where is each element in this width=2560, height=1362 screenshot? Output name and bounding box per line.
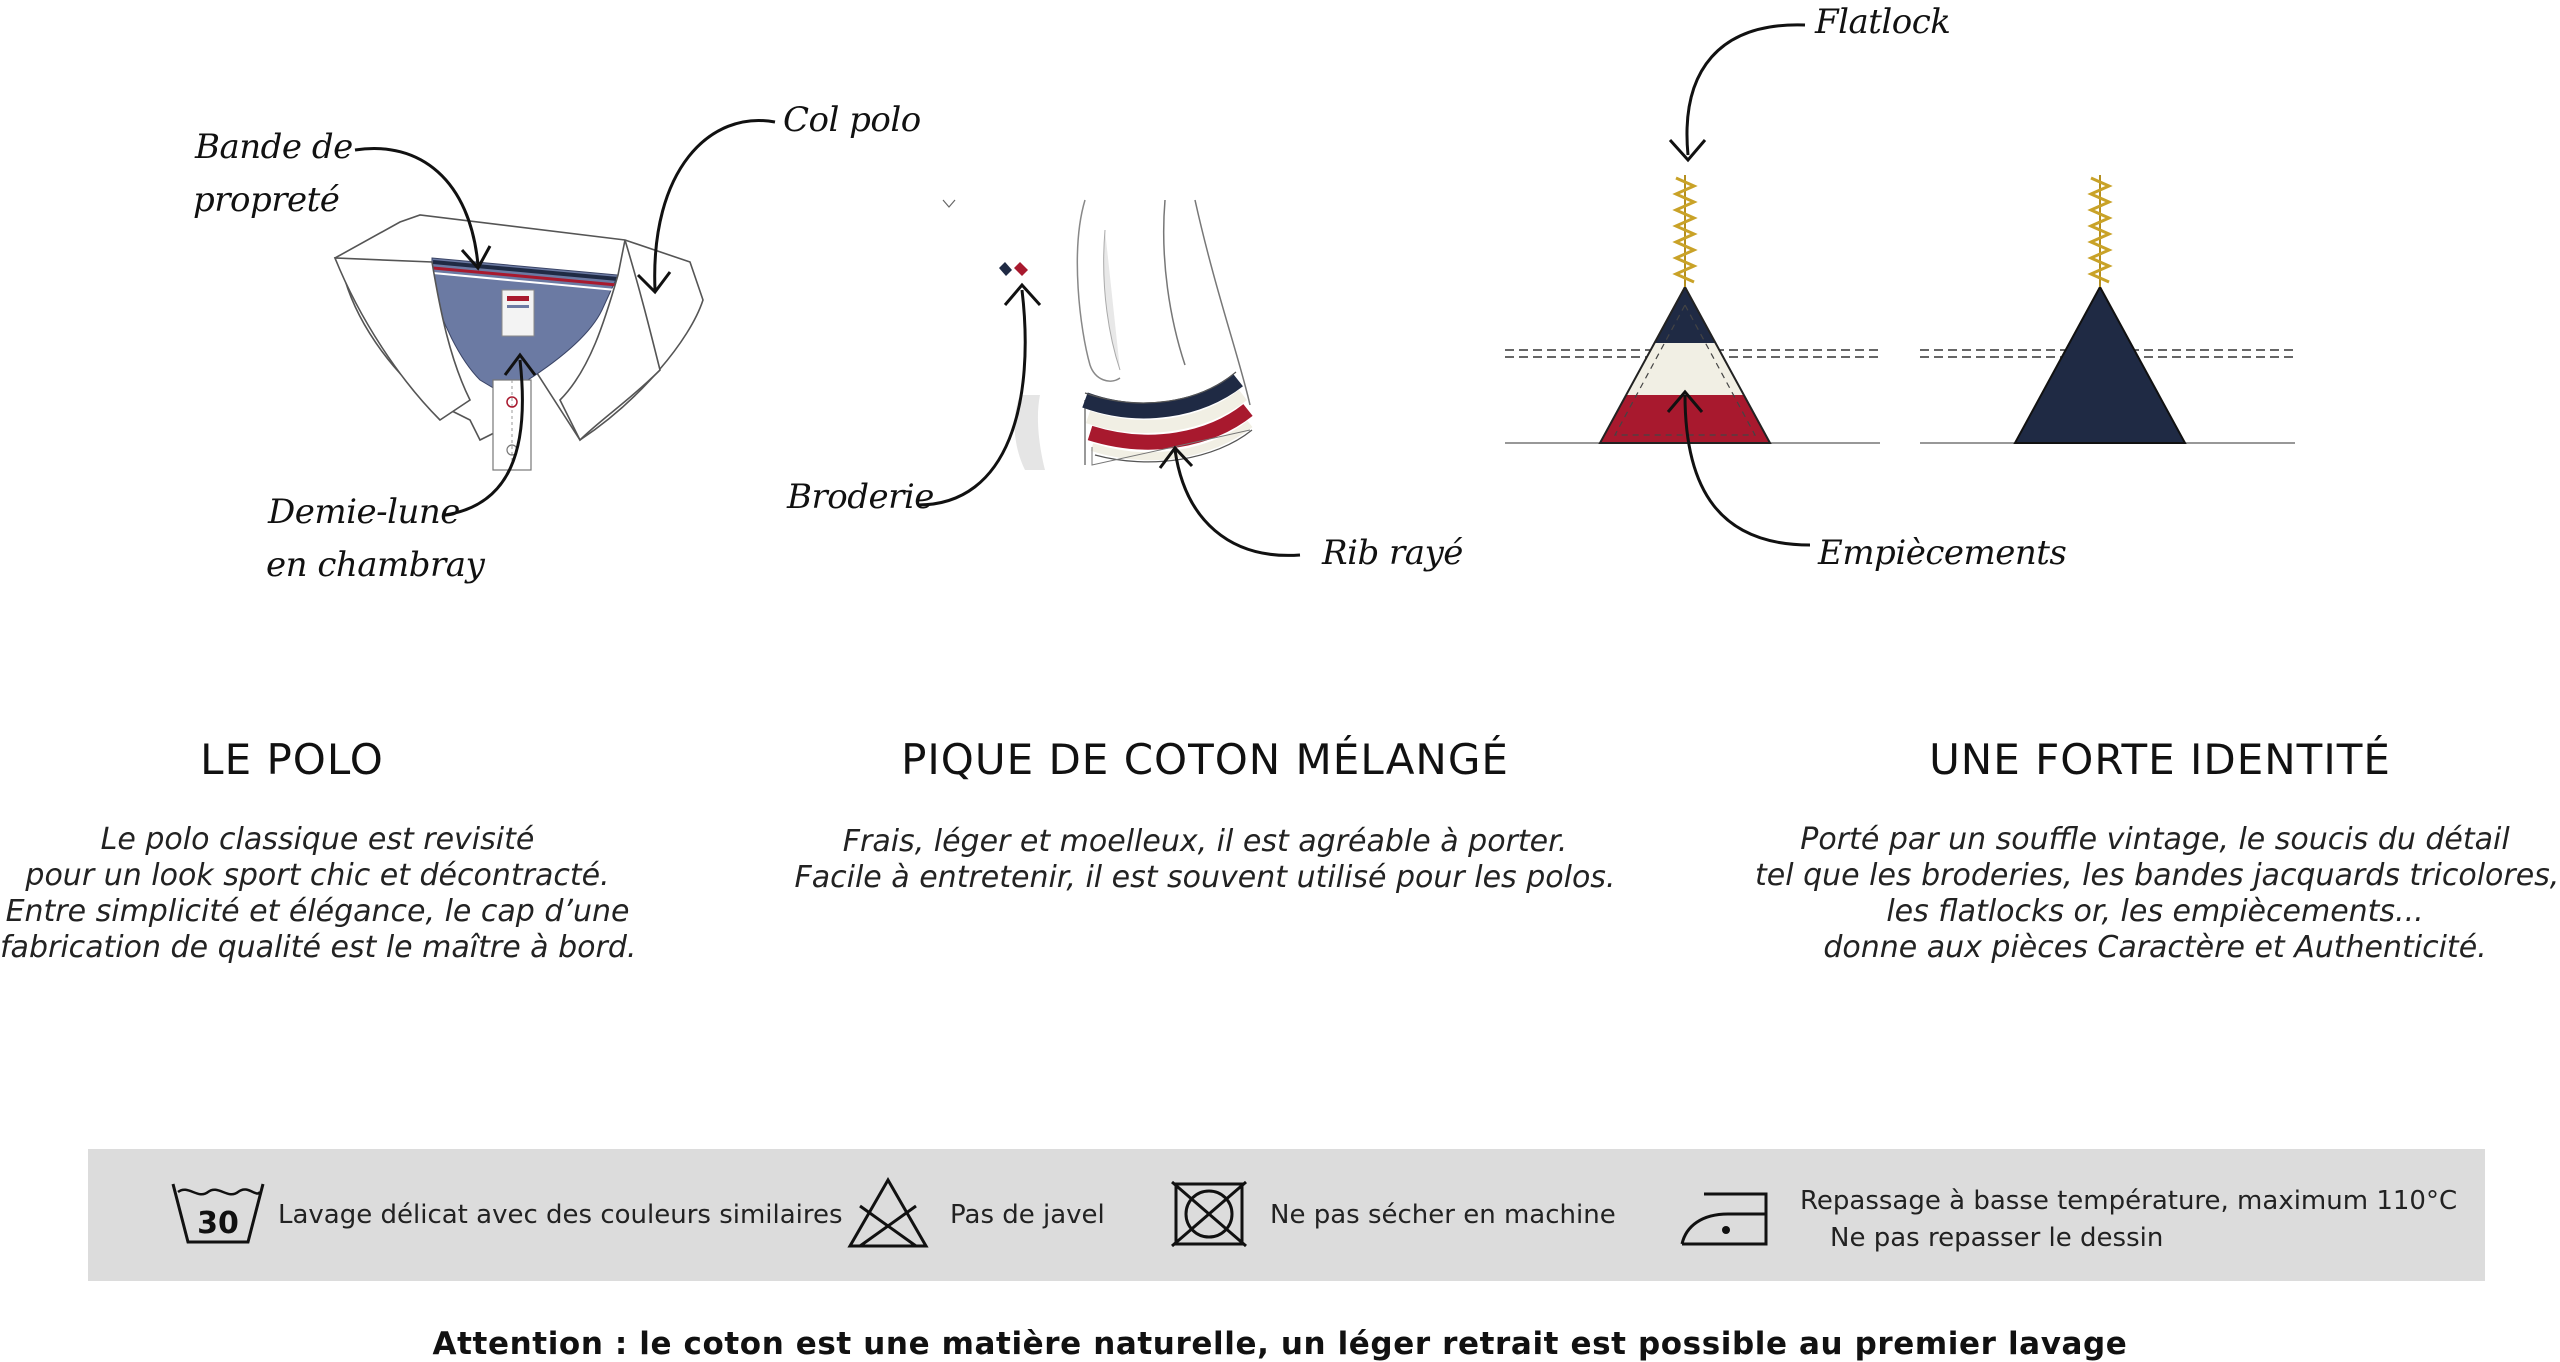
no-bleach-icon	[847, 1176, 929, 1248]
arrow-flatlock	[1685, 23, 1806, 156]
label-broderie: Broderie	[787, 477, 934, 517]
no-tumble-dry-icon	[1171, 1180, 1247, 1248]
arrow-bande	[354, 147, 480, 266]
arrow-rib	[1173, 449, 1301, 557]
label-demie-line2: en chambray	[266, 545, 485, 585]
desc-line: Le polo classique est revisité	[100, 822, 535, 857]
desc-line: fabrication de qualité est le maître à b…	[0, 930, 637, 965]
dry-text: Ne pas sécher en machine	[1270, 1200, 1616, 1230]
wash-text: Lavage délicat avec des couleurs similai…	[278, 1200, 843, 1230]
desc-line: Entre simplicité et élégance, le cap d’u…	[5, 894, 630, 929]
arrow-empiecements	[1683, 394, 1811, 547]
section-heading-polo: LE POLO	[200, 735, 384, 784]
section-desc-identite: Porté par un souffle vintage, le soucis …	[1755, 822, 2560, 966]
shrinkage-warning: Attention : le coton est une matière nat…	[432, 1326, 2128, 1362]
navy-triangle-diagram	[1920, 175, 2295, 444]
label-empiecements: Empiècements	[1818, 533, 2067, 573]
care-instructions-band	[88, 1149, 2485, 1281]
desc-line: Porté par un souffle vintage, le soucis …	[1800, 822, 2510, 857]
iron-text-line2: Ne pas repasser le dessin	[1830, 1223, 2164, 1253]
arrow-demie-lune	[444, 359, 524, 517]
arrow-broderie	[917, 289, 1027, 507]
wash-temperature: 30	[197, 1206, 239, 1241]
sleeve-illustration	[942, 199, 1253, 470]
wash-30-icon	[171, 1183, 265, 1244]
iron-text-line1: Repassage à basse température, maximum 1…	[1800, 1186, 2458, 1216]
desc-line: tel que les broderies, les bandes jacqua…	[1755, 858, 2560, 893]
label-demie-line1: Demie-lune	[268, 492, 460, 532]
label-bande-line1: Bande de	[195, 127, 353, 167]
section-heading-identite: UNE FORTE IDENTITÉ	[1929, 735, 2391, 784]
bleach-text: Pas de javel	[950, 1200, 1105, 1230]
tricolor-triangle-diagram	[1505, 175, 1880, 444]
label-bande-line2: propreté	[193, 180, 340, 220]
iron-low-icon	[1680, 1192, 1768, 1246]
desc-line: donne aux pièces Caractère et Authentici…	[1823, 930, 2487, 965]
label-col-polo: Col polo	[783, 100, 921, 140]
section-desc-pique: Frais, léger et moelleux, il est agréabl…	[755, 824, 1655, 896]
section-desc-polo: Le polo classique est revisité pour un l…	[0, 822, 637, 966]
arrow-col-polo	[653, 119, 776, 291]
desc-line: pour un look sport chic et décontracté.	[25, 858, 610, 893]
label-rib-raye: Rib rayé	[1322, 533, 1463, 573]
desc-line: les flatlocks or, les empiècements...	[1886, 894, 2424, 929]
desc-line: Frais, léger et moelleux, il est agréabl…	[842, 824, 1568, 859]
desc-line: Facile à entretenir, il est souvent util…	[794, 860, 1616, 895]
polo-collar-illustration	[333, 214, 704, 471]
section-heading-pique: PIQUE DE COTON MÉLANGÉ	[901, 735, 1509, 784]
label-flatlock: Flatlock	[1815, 2, 1951, 42]
